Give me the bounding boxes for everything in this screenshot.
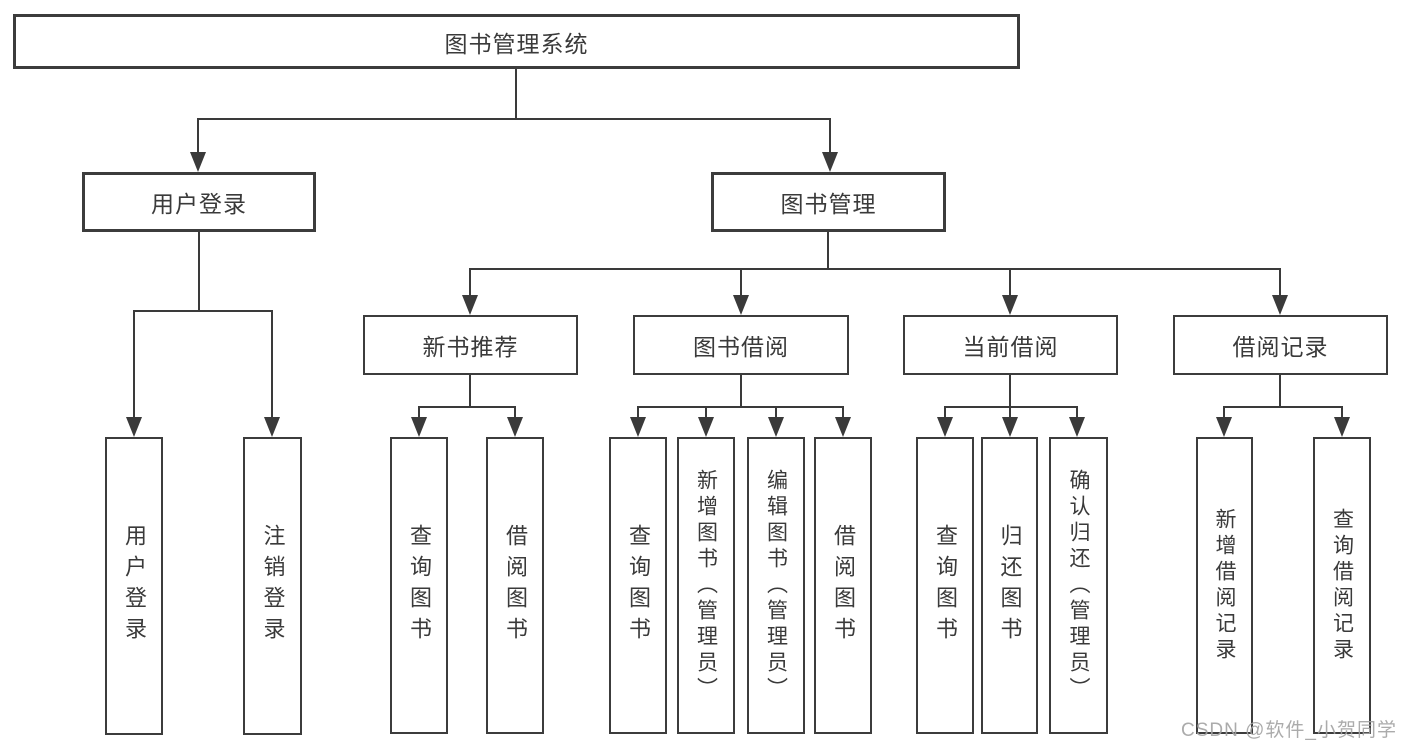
leaf-label: 借阅图书 bbox=[503, 523, 528, 648]
arrowhead bbox=[1272, 295, 1288, 315]
connector-current-drop-1 bbox=[944, 406, 946, 417]
node-user-login: 用户登录 bbox=[82, 172, 316, 232]
connector-borrow-drop-2 bbox=[705, 406, 707, 417]
connector-current-rail bbox=[944, 406, 1078, 408]
arrowhead bbox=[1002, 295, 1018, 315]
connector-root-drop-left bbox=[197, 118, 199, 154]
leaf-label: 查询借阅记录 bbox=[1330, 507, 1354, 664]
csdn-watermark: CSDN @软件_小贺同学 bbox=[1181, 720, 1397, 741]
leaf-label: 查询图书 bbox=[407, 523, 432, 648]
leaf-label: 新增图书（管理员） bbox=[694, 468, 718, 703]
arrowhead bbox=[126, 417, 142, 437]
connector-recommend-drop-2 bbox=[514, 406, 516, 417]
connector-login-stem bbox=[198, 232, 200, 310]
connector-records-rail bbox=[1223, 406, 1343, 408]
connector-borrow-drop-4 bbox=[842, 406, 844, 417]
connector-borrow-drop-1 bbox=[637, 406, 639, 417]
connector-recommend-stem bbox=[469, 375, 471, 406]
connector-login-drop-2 bbox=[271, 310, 273, 417]
leaf-label: 查询图书 bbox=[626, 523, 651, 648]
connector-root-stem bbox=[515, 69, 517, 118]
leaf-edit-books-admin: 编辑图书（管理员） bbox=[747, 437, 805, 734]
leaf-recommend-borrow-books: 借阅图书 bbox=[486, 437, 544, 734]
leaf-label: 借阅图书 bbox=[831, 523, 856, 648]
connector-current-drop-2 bbox=[1009, 406, 1011, 417]
leaf-confirm-return-admin: 确认归还（管理员） bbox=[1049, 437, 1108, 734]
connector-recommend-drop-1 bbox=[418, 406, 420, 417]
connector-mgmt-drop-4 bbox=[1279, 268, 1281, 297]
arrowhead bbox=[835, 417, 851, 437]
connector-login-rail bbox=[133, 310, 273, 312]
connector-borrow-stem bbox=[740, 375, 742, 406]
arrowhead bbox=[462, 295, 478, 315]
connector-root-drop-right bbox=[829, 118, 831, 154]
connector-records-stem bbox=[1279, 375, 1281, 406]
connector-recommend-rail bbox=[418, 406, 516, 408]
node-new-book-recommend: 新书推荐 bbox=[363, 315, 578, 375]
leaf-label: 确认归还（管理员） bbox=[1067, 468, 1090, 703]
leaf-recommend-query-books: 查询图书 bbox=[390, 437, 448, 734]
leaf-logout: 注销登录 bbox=[243, 437, 302, 735]
leaf-label: 编辑图书（管理员） bbox=[764, 468, 788, 703]
node-borrow-records: 借阅记录 bbox=[1173, 315, 1388, 375]
connector-login-drop-1 bbox=[133, 310, 135, 417]
leaf-label: 新增借阅记录 bbox=[1213, 507, 1236, 664]
connector-records-drop-1 bbox=[1223, 406, 1225, 417]
arrowhead bbox=[733, 295, 749, 315]
arrowhead bbox=[937, 417, 953, 437]
leaf-query-borrow-record: 查询借阅记录 bbox=[1313, 437, 1371, 734]
arrowhead bbox=[190, 152, 206, 172]
connector-mgmt-drop-2 bbox=[740, 268, 742, 297]
arrowhead bbox=[1069, 417, 1085, 437]
arrowhead bbox=[1002, 417, 1018, 437]
leaf-label: 归还图书 bbox=[997, 523, 1023, 648]
leaf-borrow-query-books: 查询图书 bbox=[609, 437, 667, 734]
leaf-borrow-books: 借阅图书 bbox=[814, 437, 872, 734]
connector-mgmt-drop-1 bbox=[469, 268, 471, 297]
arrowhead bbox=[507, 417, 523, 437]
connector-mgmt-stem bbox=[827, 232, 829, 268]
arrowhead bbox=[768, 417, 784, 437]
leaf-return-books: 归还图书 bbox=[981, 437, 1038, 734]
leaf-label: 注销登录 bbox=[260, 524, 286, 648]
leaf-current-query-books: 查询图书 bbox=[916, 437, 974, 734]
connector-borrow-rail bbox=[637, 406, 844, 408]
arrowhead bbox=[1334, 417, 1350, 437]
leaf-add-borrow-record: 新增借阅记录 bbox=[1196, 437, 1253, 734]
connector-mgmt-rail bbox=[469, 268, 1281, 270]
connector-current-drop-3 bbox=[1076, 406, 1078, 417]
node-root: 图书管理系统 bbox=[13, 14, 1020, 69]
leaf-user-login: 用户登录 bbox=[105, 437, 163, 735]
connector-root-rail bbox=[197, 118, 831, 120]
arrowhead bbox=[822, 152, 838, 172]
leaf-add-books-admin: 新增图书（管理员） bbox=[677, 437, 735, 734]
arrowhead bbox=[1216, 417, 1232, 437]
node-book-management: 图书管理 bbox=[711, 172, 946, 232]
node-book-borrow: 图书借阅 bbox=[633, 315, 849, 375]
connector-borrow-drop-3 bbox=[775, 406, 777, 417]
node-current-borrow: 当前借阅 bbox=[903, 315, 1118, 375]
connector-mgmt-drop-3 bbox=[1009, 268, 1011, 297]
leaf-label: 用户登录 bbox=[122, 524, 147, 648]
arrowhead bbox=[411, 417, 427, 437]
leaf-label: 查询图书 bbox=[933, 523, 958, 648]
arrowhead bbox=[698, 417, 714, 437]
connector-current-stem bbox=[1009, 375, 1011, 406]
arrowhead bbox=[264, 417, 280, 437]
connector-records-drop-2 bbox=[1341, 406, 1343, 417]
arrowhead bbox=[630, 417, 646, 437]
